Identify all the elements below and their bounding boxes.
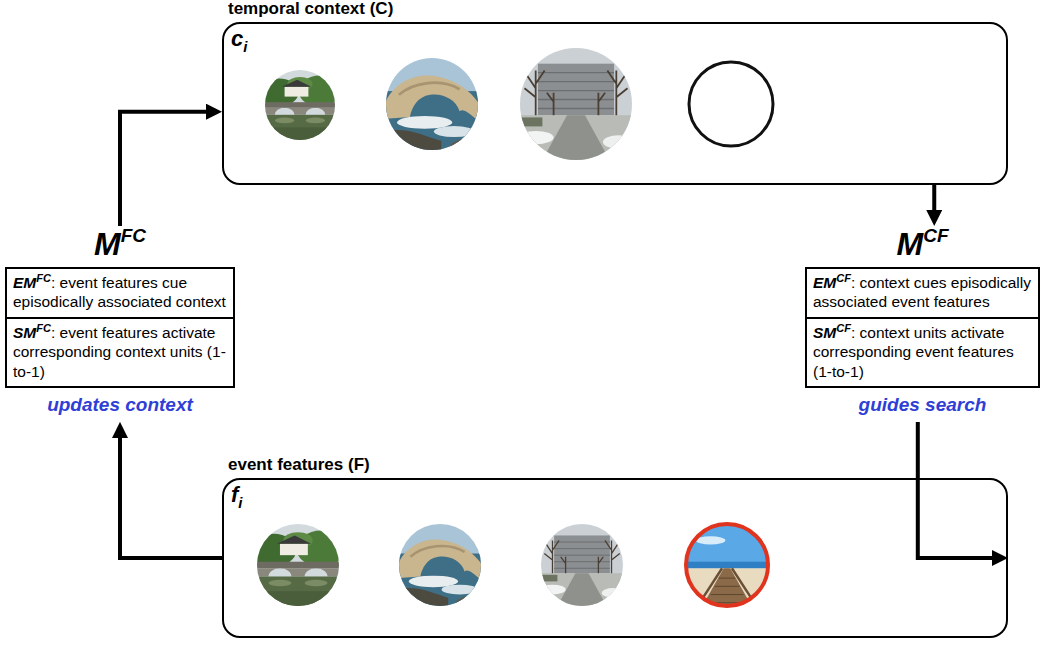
flow-arrow: [918, 422, 1000, 558]
flow-arrow: [932, 185, 936, 218]
section-superscript: FC: [36, 272, 51, 284]
matrix-section: EMCF: context cues episodically associat…: [807, 269, 1038, 319]
matrix-group: MFCEMFC: event features cue episodically…: [5, 226, 235, 422]
role-caption: guides search: [805, 394, 1040, 422]
section-term: SM: [13, 324, 36, 341]
section-superscript: CF: [836, 322, 851, 334]
section-term: SM: [813, 324, 836, 341]
section-superscript: CF: [836, 272, 851, 284]
matrix-superscript: CF: [923, 225, 948, 246]
band-heading: event features (F): [228, 455, 370, 475]
context-band: temporal context (C)ci: [222, 22, 1008, 185]
flow-arrow: [120, 112, 214, 226]
matrix-letter: M: [897, 226, 924, 262]
context-band: event features (F)fi: [222, 478, 1008, 638]
symbol-subscript: i: [238, 494, 242, 511]
section-term: EM: [813, 274, 836, 291]
matrix-section: EMFC: event features cue episodically as…: [7, 269, 233, 319]
matrix-box: EMCF: context cues episodically associat…: [805, 267, 1040, 388]
matrix-letter: M: [94, 226, 121, 262]
section-text: EMFC: event features cue episodically as…: [13, 273, 227, 312]
role-caption: updates context: [5, 394, 235, 422]
matrix-superscript: FC: [121, 225, 146, 246]
matrix-section: SMCF: context units activate correspondi…: [807, 319, 1038, 386]
matrix-heading: MFC: [5, 226, 235, 267]
section-superscript: FC: [36, 322, 51, 334]
section-text: EMCF: context cues episodically associat…: [813, 273, 1032, 312]
matrix-group: MCFEMCF: context cues episodically assoc…: [805, 226, 1040, 422]
symbol-letter: f: [231, 482, 238, 507]
vector-symbol: fi: [231, 482, 243, 508]
matrix-box: EMFC: event features cue episodically as…: [5, 267, 235, 388]
flow-arrow: [120, 430, 222, 558]
band-heading: temporal context (C): [228, 0, 393, 19]
section-term: EM: [13, 274, 36, 291]
section-text: SMCF: context units activate correspondi…: [813, 323, 1032, 381]
symbol-letter: c: [231, 26, 243, 51]
symbol-subscript: i: [243, 38, 247, 55]
section-text: SMFC: event features activate correspond…: [13, 323, 227, 381]
vector-symbol: ci: [231, 26, 247, 52]
matrix-heading: MCF: [805, 226, 1040, 267]
matrix-section: SMFC: event features activate correspond…: [7, 319, 233, 386]
